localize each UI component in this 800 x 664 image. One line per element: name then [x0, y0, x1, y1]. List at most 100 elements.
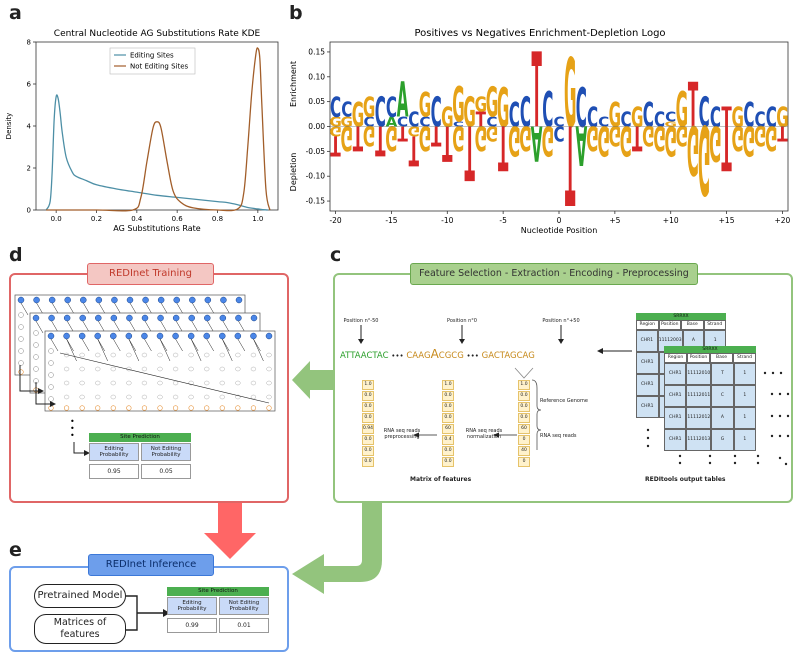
reditools-table-cell: CHR1 [636, 330, 658, 352]
nn-node-input [219, 332, 226, 340]
nn-node-hidden [157, 394, 163, 400]
nn-node-input [250, 314, 258, 322]
nn-node-hidden [63, 394, 70, 400]
ellipsis-dot [646, 428, 650, 432]
nn-node-hidden [48, 396, 54, 402]
nn-node-input [204, 296, 212, 304]
nn-node-hidden [141, 394, 148, 400]
reditools-table-header-cell: Base [710, 353, 733, 363]
reditools-table-cell: CHR1 [636, 352, 659, 374]
logo-letter-G: G [664, 120, 676, 128]
reditools-table-cell: A [711, 407, 734, 429]
logo-letter-G: G [452, 117, 464, 156]
nn-node-input [189, 296, 196, 304]
kde-x-axis-label: AG Substitutions Rate [113, 224, 200, 232]
nn-node-hidden [95, 352, 101, 358]
matrix-cell: 0.94 [362, 424, 374, 434]
logo-letter-T: T [397, 121, 408, 145]
reditools-table-cell: CHR1 [636, 396, 659, 418]
kde-series-line-0 [45, 94, 268, 211]
nn-node-hidden [219, 366, 225, 372]
sequence-mid-center: A [430, 347, 439, 361]
reditools-table-cell: C [711, 385, 734, 407]
inference-bracket-arrow [126, 595, 170, 631]
nn-node-hidden [188, 366, 194, 372]
nn-node-hidden [126, 352, 132, 358]
logo-letter-T: T [353, 117, 363, 156]
sequence-logo-chart: Positives vs Negatives Enrichment-Deplet… [289, 28, 791, 235]
label-reference-genome: Reference Genome [540, 398, 588, 404]
kde-y-tick-label: 6 [27, 81, 32, 89]
nn-node-input [95, 296, 103, 304]
logo-letter-T: T [464, 108, 474, 195]
matrix-cell: 1.0 [362, 380, 374, 390]
reditools-table-cell: 1 [733, 429, 756, 451]
green-arrow-c-to-d [292, 361, 334, 399]
logo-letter-C: C [643, 97, 654, 136]
training-val-editing: 0.95 [89, 464, 139, 479]
svg-text:•: • [70, 424, 75, 433]
nn-node-input [157, 314, 164, 322]
matrix-cell: 0.0 [518, 391, 530, 401]
logo-letter-T: T [431, 119, 441, 150]
training-col-not-editing: Not Editing Probability [141, 443, 191, 461]
nn-node-output [235, 405, 241, 411]
sequence-right: GACTAGCAG [481, 351, 535, 361]
nn-node-input [172, 332, 179, 340]
logo-letter-C: C [386, 93, 397, 124]
panel-letter-c: c [330, 244, 342, 266]
logo-x-tick-label: +15 [719, 216, 735, 225]
nn-node-input [126, 296, 134, 304]
ellipsis-dot [646, 436, 650, 440]
nn-node-hidden [172, 352, 179, 358]
logo-letter-C: C [743, 97, 754, 136]
reditools-table-cell: 11112010 [686, 363, 712, 385]
nn-node-hidden [204, 394, 210, 400]
reditools-table-cell: 1 [733, 363, 756, 385]
reditools-table-cell: CHR1 [664, 363, 687, 385]
logo-letter-G: G [776, 103, 788, 134]
nn-node-input [63, 332, 70, 340]
label-reditools-tables: REDItools output tables [645, 476, 726, 483]
reditools-table-header-cell: Base [681, 320, 704, 330]
nn-node-input [220, 296, 227, 304]
ellipsis-dot [770, 434, 774, 438]
sequence-mid-pre: CAAG [406, 351, 431, 361]
nn-node-input [203, 332, 210, 340]
matrix-cell: 0 [518, 435, 530, 445]
inference-col-editing: Editing Probability [167, 597, 217, 615]
table-ellipsis-dots [646, 371, 790, 466]
matrix-annotations [413, 367, 542, 450]
logo-letter-C: C [553, 115, 564, 130]
logo-x-tick-label: -15 [385, 216, 397, 225]
matrices-of-features-box: Matrices of features [34, 614, 126, 644]
kde-series-line-1 [46, 47, 271, 212]
nn-node-input [110, 332, 117, 340]
kde-x-tick-label: 0.4 [131, 215, 143, 223]
ellipsis-dot [786, 414, 790, 418]
logo-letter-T: T [375, 116, 385, 164]
position-arrows [358, 325, 564, 344]
label-matrix-of-features: Matrix of features [410, 476, 472, 483]
ellipsis-dot [708, 461, 712, 465]
training-title: REDInet Training [87, 263, 214, 285]
nn-node-hidden [250, 380, 257, 386]
logo-letter-G: G [653, 117, 665, 156]
matrix-cell: 0.0 [362, 446, 374, 456]
nn-node-input [48, 314, 55, 322]
training-prediction-table: Site Prediction Editing Probability Not … [89, 433, 191, 479]
logo-letter-C: C [654, 108, 665, 132]
svg-text:•: • [70, 431, 75, 440]
logo-letter-G: G [542, 116, 554, 164]
logo-chart-title: Positives vs Negatives Enrichment-Deplet… [414, 28, 665, 39]
logo-letter-G: G [341, 117, 353, 156]
nn-node-hidden [18, 336, 24, 342]
inference-col-not-editing: Not Editing Probability [219, 597, 269, 615]
ellipsis-dot [778, 434, 782, 438]
logo-y-tick-label: 0.05 [308, 97, 325, 106]
nn-arrow-3 [73, 442, 84, 454]
nn-node-input [48, 296, 56, 304]
green-arrow-c-to-e [292, 502, 382, 594]
